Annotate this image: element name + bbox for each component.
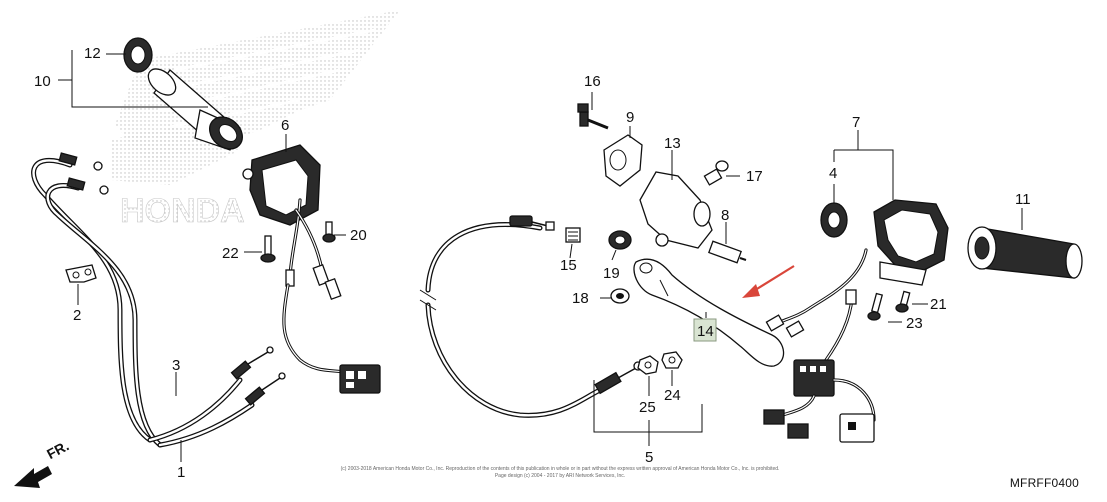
clutch-cable-part (419, 215, 643, 418)
nuts-24-25-part (637, 351, 683, 375)
callout-14-highlight (693, 318, 717, 342)
callout-14[interactable]: 14 (697, 323, 714, 340)
callout-1: 1 (177, 464, 185, 481)
callout-19: 19 (603, 265, 620, 282)
left-switch-wiring-part (763, 248, 876, 443)
callout-5: 5 (645, 449, 653, 466)
callout-7: 7 (852, 114, 860, 131)
callout-13: 13 (664, 135, 681, 152)
callout-21: 21 (930, 296, 947, 313)
callout-3: 3 (172, 357, 180, 374)
callout-6: 6 (281, 117, 289, 134)
callout-18: 18 (572, 290, 589, 307)
callout-20: 20 (350, 227, 367, 244)
lever-bracket-part (639, 171, 713, 249)
callout-9: 9 (626, 109, 634, 126)
callout-11: 11 (1015, 191, 1031, 208)
bolt-18-part (610, 288, 630, 304)
screws-22-20-part (260, 221, 336, 263)
callout-8: 8 (721, 207, 729, 224)
throttle-grip-part (123, 37, 243, 151)
clutch-lever-part[interactable] (633, 258, 785, 367)
leader-lines (58, 50, 1023, 462)
callout-16: 16 (584, 73, 601, 90)
right-switch-housing-part (242, 144, 381, 394)
diagram-code: MFRFF0400 (1009, 476, 1079, 490)
clutch-switch-part (708, 240, 747, 264)
callout-17: 17 (746, 168, 763, 185)
callout-10: 10 (34, 73, 51, 90)
front-direction-arrow (14, 466, 52, 488)
callout-24: 24 (664, 387, 681, 404)
bolt-17-part (703, 160, 729, 186)
copyright-notice: (c) 2003-2018 American Honda Motor Co., … (300, 466, 820, 480)
cable-clip-part (65, 264, 97, 283)
callout-22: 22 (222, 245, 239, 262)
honda-watermark-text: HONDA (120, 192, 245, 230)
adjuster-15-part (565, 227, 581, 243)
left-grip-part (967, 226, 1083, 279)
callout-numbers: 12 10 6 2 3 1 22 20 16 9 13 17 8 15 19 1… (34, 45, 1031, 481)
callout-23: 23 (906, 315, 923, 332)
copyright-line-2: Page design (c) 2004 - 2017 by ARI Netwo… (494, 473, 626, 479)
callout-12: 12 (84, 45, 101, 62)
copyright-line-1: (c) 2003-2018 American Honda Motor Co., … (340, 466, 780, 472)
callout-4: 4 (829, 165, 837, 182)
pivot-19-part (608, 230, 632, 250)
callout-15: 15 (560, 257, 577, 274)
left-switch-housing-part (820, 199, 949, 286)
callout-2: 2 (73, 307, 81, 324)
bolt-16-part (577, 103, 589, 113)
screws-21-23-part (867, 290, 911, 321)
highlight-arrow (742, 265, 795, 298)
throttle-cables-part (31, 152, 286, 448)
callout-25: 25 (639, 399, 656, 416)
lever-clamp-part (579, 111, 643, 187)
